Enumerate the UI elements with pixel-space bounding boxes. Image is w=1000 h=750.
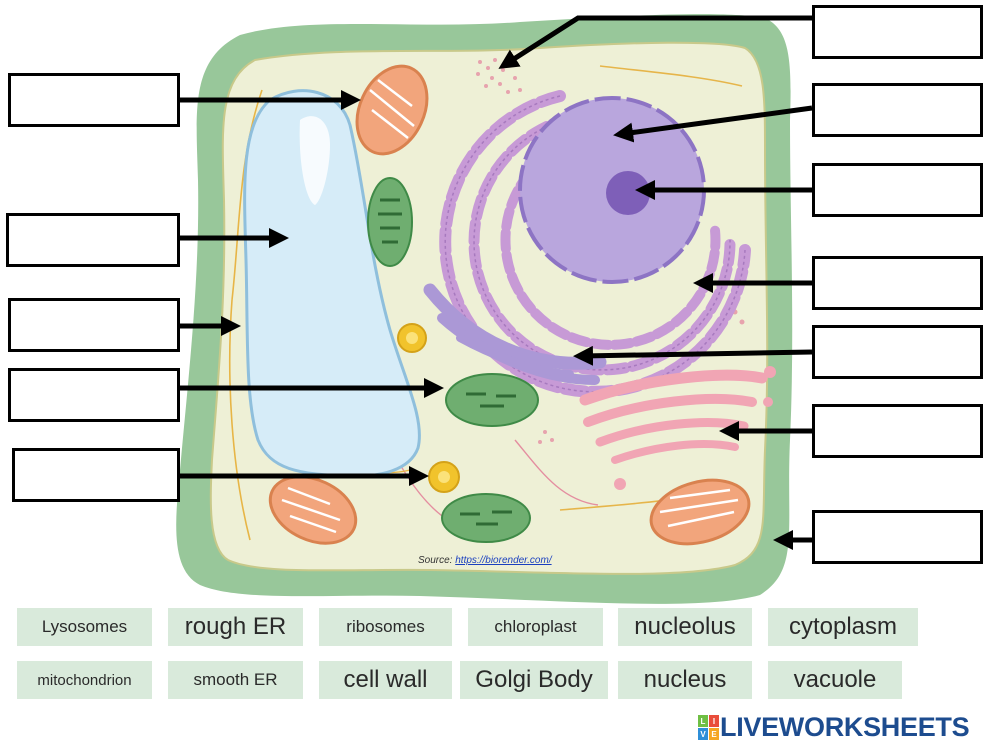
chloroplast <box>367 177 539 543</box>
lysosome <box>397 323 460 493</box>
source-label: Source: <box>418 555 453 566</box>
answer-box-11[interactable] <box>812 404 983 458</box>
answer-box-1[interactable] <box>8 73 180 127</box>
nucleolus <box>606 171 650 215</box>
svg-text:E: E <box>711 730 717 739</box>
source-credit: Source: https://biorender.com/ <box>418 555 552 566</box>
mitochondrion <box>268 64 751 546</box>
word-chip[interactable]: Lysosomes <box>17 608 152 646</box>
word-chip[interactable]: chloroplast <box>468 608 603 646</box>
svg-text:L: L <box>701 717 706 726</box>
word-chip[interactable]: nucleus <box>618 661 752 699</box>
vacuole <box>243 89 421 478</box>
source-link[interactable]: https://biorender.com/ <box>455 555 552 566</box>
answer-box-6[interactable] <box>812 5 983 59</box>
label-arrows <box>180 15 813 550</box>
liveworksheets-brand: L I V E LIVEWORKSHEETS <box>698 712 970 743</box>
word-chip[interactable]: nucleolus <box>618 608 752 646</box>
answer-box-12[interactable] <box>812 510 983 564</box>
word-chip[interactable]: ribosomes <box>319 608 452 646</box>
svg-text:V: V <box>700 730 706 739</box>
word-chip[interactable]: vacuole <box>768 661 902 699</box>
answer-box-3[interactable] <box>8 298 180 352</box>
answer-box-9[interactable] <box>812 256 983 310</box>
word-chip[interactable]: Golgi Body <box>460 661 608 699</box>
answer-box-4[interactable] <box>8 368 180 422</box>
liveworksheets-logo-icon: L I V E <box>698 714 719 740</box>
word-chip[interactable]: mitochondrion <box>17 661 152 699</box>
answer-box-5[interactable] <box>12 448 180 502</box>
answer-box-10[interactable] <box>812 325 983 379</box>
answer-box-7[interactable] <box>812 83 983 137</box>
svg-text:I: I <box>713 717 715 726</box>
answer-box-2[interactable] <box>6 213 180 267</box>
word-chip[interactable]: smooth ER <box>168 661 303 699</box>
word-chip[interactable]: rough ER <box>168 608 303 646</box>
word-chip[interactable]: cytoplasm <box>768 608 918 646</box>
word-chip[interactable]: cell wall <box>319 661 452 699</box>
brand-name: LIVEWORKSHEETS <box>720 712 970 742</box>
answer-box-8[interactable] <box>812 163 983 217</box>
